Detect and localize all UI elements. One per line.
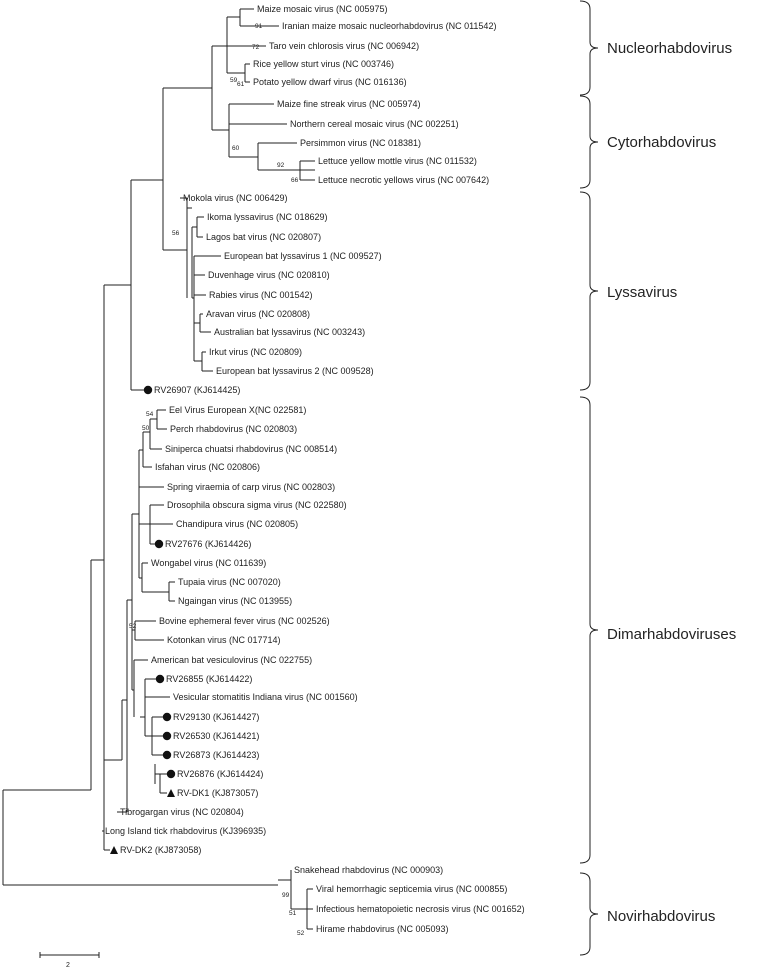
taxon-label: Rice yellow sturt virus (NC 003746) bbox=[253, 59, 394, 69]
taxon-label: Bovine ephemeral fever virus (NC 002526) bbox=[159, 616, 330, 626]
taxon-label: Tibrogargan virus (NC 020804) bbox=[120, 807, 244, 817]
taxon-label: Isfahan virus (NC 020806) bbox=[155, 462, 260, 472]
bootstrap-value: 51 bbox=[289, 910, 297, 917]
taxon-label: RV29130 (KJ614427) bbox=[173, 712, 259, 722]
clade-label: Dimarhabdoviruses bbox=[607, 626, 736, 643]
scale-bar-label: 2 bbox=[66, 962, 70, 969]
taxon-label: Potato yellow dwarf virus (NC 016136) bbox=[253, 77, 407, 87]
bootstrap-value: 52 bbox=[297, 930, 305, 937]
taxon-labels: Maize mosaic virus (NC 005975) Iranian ma… bbox=[105, 4, 525, 934]
taxon-label: Northern cereal mosaic virus (NC 002251) bbox=[290, 119, 459, 129]
bootstrap-value: 56 bbox=[172, 230, 180, 237]
taxon-label: European bat lyssavirus 2 (NC 009528) bbox=[216, 366, 374, 376]
taxon-label: Chandipura virus (NC 020805) bbox=[176, 519, 298, 529]
taxon-label: RV27676 (KJ614426) bbox=[165, 539, 251, 549]
clade-bracket bbox=[579, 95, 599, 189]
sample-circle-marker bbox=[143, 385, 153, 395]
bootstrap-value: 59 bbox=[230, 77, 238, 84]
clade-bracket bbox=[579, 396, 599, 864]
taxon-label: Aravan virus (NC 020808) bbox=[206, 309, 310, 319]
sample-circle-marker bbox=[166, 769, 176, 779]
taxon-label: Drosophila obscura sigma virus (NC 02258… bbox=[167, 500, 347, 510]
taxon-label: Siniperca chuatsi rhabdovirus (NC 008514… bbox=[165, 444, 337, 454]
taxon-label: RV26907 (KJ614425) bbox=[154, 385, 240, 395]
sample-circle-marker bbox=[154, 539, 164, 549]
bootstrap-value: 99 bbox=[282, 892, 290, 899]
taxon-label: Iranian maize mosaic nucleorhabdovirus (… bbox=[282, 21, 496, 31]
taxon-label: Perch rhabdovirus (NC 020803) bbox=[170, 424, 297, 434]
taxon-label: RV26876 (KJ614424) bbox=[177, 769, 263, 779]
taxon-label: Irkut virus (NC 020809) bbox=[209, 347, 302, 357]
sample-circle-marker bbox=[162, 712, 172, 722]
clade-label: Cytorhabdovirus bbox=[607, 134, 716, 151]
taxon-label: Lettuce yellow mottle virus (NC 011532) bbox=[318, 156, 477, 166]
taxon-label: Australian bat lyssavirus (NC 003243) bbox=[214, 327, 365, 337]
taxon-label: European bat lyssavirus 1 (NC 009527) bbox=[224, 251, 382, 261]
clade-bracket bbox=[579, 0, 599, 96]
taxon-label: RV26530 (KJ614421) bbox=[173, 731, 259, 741]
clade-bracket bbox=[579, 191, 599, 391]
clade-label: Novirhabdovirus bbox=[607, 908, 715, 925]
taxon-label: Mokola virus (NC 006429) bbox=[183, 193, 288, 203]
sample-circle-marker bbox=[162, 731, 172, 741]
taxon-label: Duvenhage virus (NC 020810) bbox=[208, 270, 330, 280]
clade-brackets bbox=[579, 0, 599, 956]
taxon-label: Rabies virus (NC 001542) bbox=[209, 290, 313, 300]
bootstrap-value: 60 bbox=[232, 145, 240, 152]
bootstrap-value: 66 bbox=[291, 177, 299, 184]
taxon-label: Tupaia virus (NC 007020) bbox=[178, 577, 281, 587]
bootstrap-value: 91 bbox=[255, 23, 263, 30]
taxon-label: RV26873 (KJ614423) bbox=[173, 750, 259, 760]
bootstrap-value: 72 bbox=[252, 44, 260, 51]
taxon-label: Spring viraemia of carp virus (NC 002803… bbox=[167, 482, 335, 492]
taxon-label: American bat vesiculovirus (NC 022755) bbox=[151, 655, 312, 665]
bootstrap-value: 92 bbox=[277, 162, 285, 169]
taxon-label: Viral hemorrhagic septicemia virus (NC 0… bbox=[316, 884, 507, 894]
clade-bracket bbox=[579, 872, 599, 956]
taxon-label: Snakehead rhabdovirus (NC 000903) bbox=[294, 865, 443, 875]
taxon-label: Eel Virus European X(NC 022581) bbox=[169, 405, 306, 415]
bootstrap-value: 61 bbox=[237, 81, 245, 88]
sample-triangle-marker bbox=[110, 846, 118, 854]
taxon-label: RV-DK2 (KJ873058) bbox=[120, 845, 201, 855]
taxon-label: Vesicular stomatitis Indiana virus (NC 0… bbox=[173, 692, 358, 702]
sample-circle-marker bbox=[162, 750, 172, 760]
taxon-label: Kotonkan virus (NC 017714) bbox=[167, 635, 281, 645]
taxon-label: Persimmon virus (NC 018381) bbox=[300, 138, 421, 148]
sample-triangle-marker bbox=[167, 789, 175, 797]
taxon-label: Infectious hematopoietic necrosis virus … bbox=[316, 904, 525, 914]
sample-markers bbox=[110, 385, 176, 854]
taxon-label: Lagos bat virus (NC 020807) bbox=[206, 232, 321, 242]
tree-branches bbox=[2, 8, 315, 930]
taxon-label: RV26855 (KJ614422) bbox=[166, 674, 252, 684]
taxon-label: Ngaingan virus (NC 013955) bbox=[178, 596, 292, 606]
clade-labels: NucleorhabdovirusCytorhabdovirusLyssavir… bbox=[607, 40, 736, 925]
taxon-label: Lettuce necrotic yellows virus (NC 00764… bbox=[318, 175, 489, 185]
scale-bar: 2 bbox=[39, 952, 100, 969]
taxon-label: Hirame rhabdovirus (NC 005093) bbox=[316, 924, 449, 934]
bootstrap-value: 50 bbox=[142, 425, 150, 432]
taxon-label: Long Island tick rhabdovirus (KJ396935) bbox=[105, 826, 266, 836]
bootstrap-value: 52 bbox=[129, 623, 137, 630]
taxon-label: Taro vein chlorosis virus (NC 006942) bbox=[269, 41, 419, 51]
bootstrap-value: 54 bbox=[146, 411, 154, 418]
taxon-label: Wongabel virus (NC 011639) bbox=[151, 558, 266, 568]
taxon-label: Ikoma lyssavirus (NC 018629) bbox=[207, 212, 328, 222]
taxon-label: Maize mosaic virus (NC 005975) bbox=[257, 4, 388, 14]
sample-circle-marker bbox=[155, 674, 165, 684]
taxon-label: Maize fine streak virus (NC 005974) bbox=[277, 99, 421, 109]
clade-label: Nucleorhabdovirus bbox=[607, 40, 732, 57]
taxon-label: RV-DK1 (KJ873057) bbox=[177, 788, 258, 798]
clade-label: Lyssavirus bbox=[607, 284, 677, 301]
